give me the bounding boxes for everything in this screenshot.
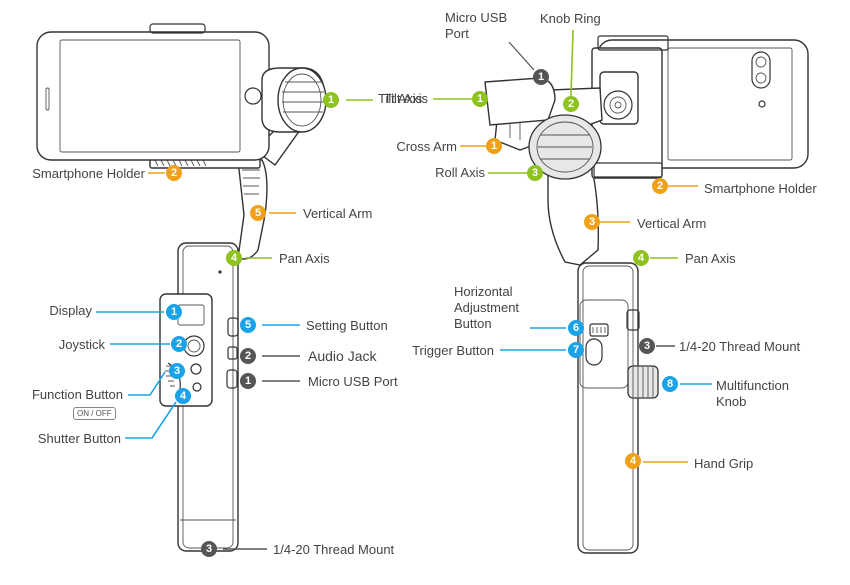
badge-left-audio-jack: 2 [240, 348, 256, 364]
badge-right-pan-axis: 4 [633, 250, 649, 266]
label-left-vertical-arm: Vertical Arm [303, 206, 373, 221]
label-left-function-button: Function Button [31, 387, 123, 402]
label-left-audio-jack: Audio Jack [308, 348, 377, 364]
label-right-thread-mount: 1/4-20 Thread Mount [679, 339, 801, 354]
label-right-vertical-arm: Vertical Arm [637, 216, 707, 231]
badge-left-function-button: 3 [169, 363, 185, 379]
badge-left-display: 1 [166, 304, 182, 320]
badge-right-hand-grip: 4 [625, 453, 641, 469]
badge-left-shutter-button: 4 [175, 388, 191, 404]
leader-lines [96, 29, 712, 550]
label-right-multifunction-knob: Multifunction Knob [716, 378, 789, 409]
label-right-cross-arm: Cross Arm [396, 139, 457, 154]
badge-left-vertical-arm: 5 [250, 205, 266, 221]
label-right-tilt-axis: Tilt Axis [383, 91, 428, 106]
badge-right-thread-mount: 3 [639, 338, 655, 354]
label-right-smartphone-holder: Smartphone Holder [704, 181, 817, 196]
badge-right-cross-arm: 1 [486, 138, 502, 154]
badge-right-multifunction-knob: 8 [662, 376, 678, 392]
badge-right-roll-axis: 3 [527, 165, 543, 181]
badge-left-tilt-axis: 1 [323, 92, 339, 108]
label-right-micro-usb-port: Micro USB Port [445, 10, 508, 41]
badge-left-joystick: 2 [171, 336, 187, 352]
label-left-micro-usb-port: Micro USB Port [308, 374, 398, 389]
label-left-tilt-axis: Tilt Axis [378, 91, 423, 106]
badge-left-micro-usb-port: 1 [240, 373, 256, 389]
label-right-trigger-button: Trigger Button [412, 343, 494, 358]
on-off-tag: ON / OFF [73, 407, 116, 420]
label-left-display: Display [49, 303, 92, 318]
label-left-shutter-button: Shutter Button [37, 431, 121, 446]
badge-right-horizontal-adjustment-button: 6 [568, 320, 584, 336]
badge-right-smartphone-holder: 2 [652, 178, 668, 194]
label-left-smartphone-holder: Smartphone Holder [32, 166, 145, 181]
label-left-joystick: Joystick [58, 337, 105, 352]
badge-right-tilt-axis: 1 [472, 91, 488, 107]
label-right-pan-axis: Pan Axis [685, 251, 736, 266]
label-right-hand-grip: Hand Grip [694, 456, 754, 471]
badge-left-smartphone-holder: 2 [166, 165, 182, 181]
badge-left-setting-button: 5 [240, 317, 256, 333]
badge-right-trigger-button: 7 [568, 342, 584, 358]
label-right-roll-axis: Roll Axis [435, 165, 485, 180]
badge-left-thread-mount: 3 [201, 541, 217, 557]
label-left-thread-mount: 1/4-20 Thread Mount [273, 542, 395, 557]
label-left-pan-axis: Pan Axis [279, 251, 330, 266]
badge-right-vertical-arm: 3 [584, 214, 600, 230]
label-right-knob-ring: Knob Ring [540, 11, 601, 26]
label-left-setting-button: Setting Button [306, 318, 388, 333]
label-right-horizontal-adjustment-button: Horizontal Adjustment Button [454, 284, 520, 331]
badge-right-micro-usb-port: 1 [533, 69, 549, 85]
badge-left-pan-axis: 4 [226, 250, 242, 266]
badge-right-knob-ring: 2 [563, 96, 579, 112]
left-gimbal-drawing [36, 23, 327, 552]
